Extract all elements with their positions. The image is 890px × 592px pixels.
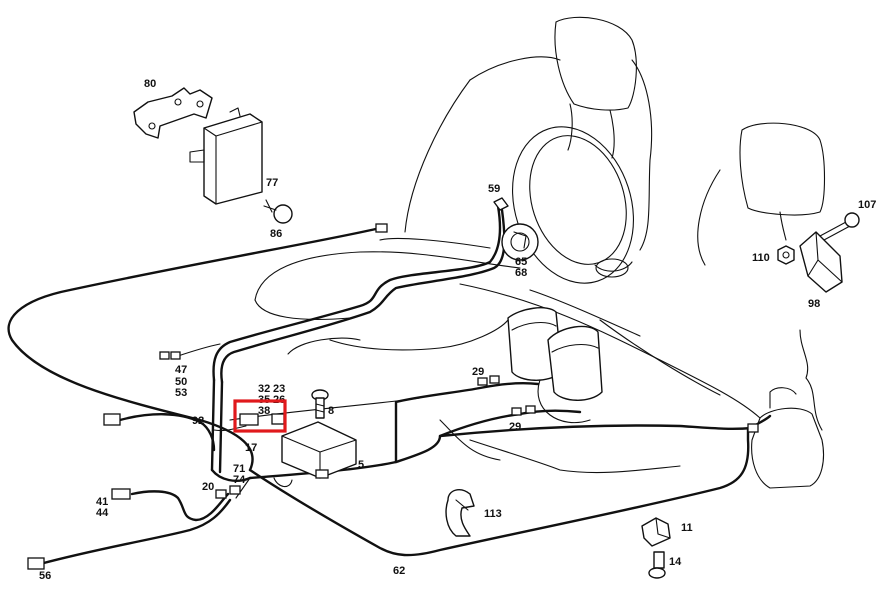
label-62: 62: [393, 565, 405, 577]
cable-tie-62: [273, 477, 293, 488]
control-module-77: [189, 107, 263, 205]
label-47: 47: [175, 364, 187, 376]
wiring-harness: [7, 204, 772, 566]
label-107: 107: [858, 199, 876, 211]
clip-113: [445, 489, 475, 537]
label-29-lower: 29: [509, 421, 521, 433]
bolt-107: [819, 212, 860, 241]
label-113: 113: [484, 508, 502, 520]
label-92: 92: [192, 415, 204, 427]
bracket-80: [133, 87, 213, 139]
label-65: 65: [515, 256, 527, 268]
label-14: 14: [669, 556, 682, 568]
steering-wheel: [512, 126, 634, 284]
label-8: 8: [328, 405, 334, 417]
highlight-box: [233, 399, 287, 433]
label-50: 50: [175, 376, 187, 388]
part-labels: 80 77 86 59 65 68 107 110 98 47 50 53 32…: [39, 78, 876, 582]
label-59: 59: [488, 183, 500, 195]
label-32: 32: [258, 383, 270, 395]
label-11: 11: [681, 522, 693, 534]
label-5: 5: [358, 459, 364, 471]
screw-14: [648, 551, 666, 579]
label-38: 38: [258, 405, 270, 417]
bolt-8: [311, 389, 329, 419]
bolt-86: [263, 199, 293, 224]
seat-belt-buckles: [507, 307, 603, 424]
nut-110: [777, 245, 795, 265]
label-74: 74: [233, 474, 246, 486]
connectors: [27, 223, 759, 570]
label-44: 44: [96, 507, 109, 519]
label-71: 71: [233, 463, 245, 475]
clip-11: [641, 517, 671, 547]
label-110: 110: [752, 252, 770, 264]
label-86: 86: [270, 228, 282, 240]
clip-59: [493, 197, 509, 211]
label-17: 17: [245, 442, 257, 454]
label-41: 41: [96, 496, 108, 508]
label-80: 80: [144, 78, 156, 90]
clockspring-65: [501, 223, 539, 261]
label-98: 98: [808, 298, 820, 310]
label-29-upper: 29: [472, 366, 484, 378]
floor-outline: [229, 319, 681, 474]
rear-seat-outline: [739, 122, 825, 489]
label-20: 20: [202, 481, 214, 493]
front-seat-outline: [254, 16, 761, 419]
sensor-98: [799, 231, 843, 293]
label-56: 56: [39, 570, 51, 582]
control-unit-5: [281, 421, 357, 479]
label-68: 68: [515, 267, 527, 279]
label-77: 77: [266, 177, 278, 189]
label-53: 53: [175, 387, 187, 399]
label-23: 23: [273, 383, 285, 395]
